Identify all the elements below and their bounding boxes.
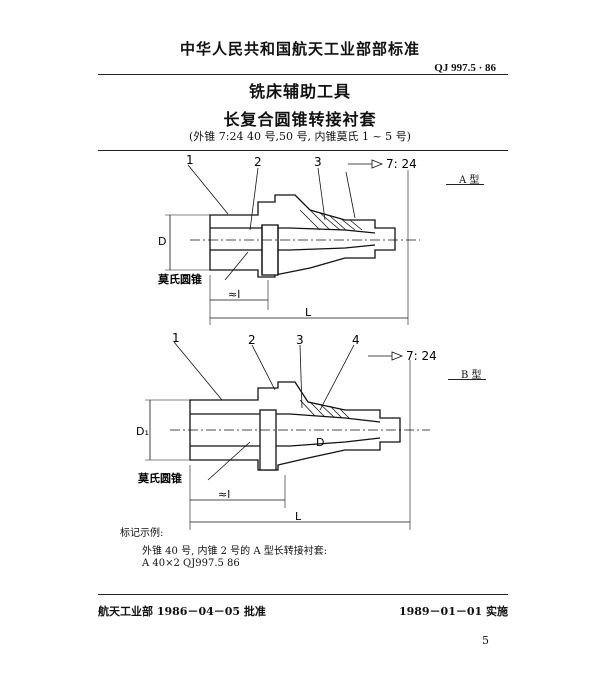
page-number: 5: [482, 634, 489, 647]
sleeve-outline-a: [209, 194, 396, 278]
title-category: 铣床辅助工具: [248, 82, 351, 101]
dim-d-a: D: [158, 235, 166, 248]
example-designation: A 40×2 QJ997.5 86: [142, 558, 240, 569]
dim-L-b: L: [295, 510, 302, 523]
dim-l-a: ≈l: [228, 288, 240, 301]
effective-date: 1989－01－01 实施: [398, 605, 508, 618]
type-b-underline: [448, 379, 486, 380]
callout-4-b: 4: [352, 333, 360, 347]
dim-L-a: L: [305, 306, 312, 319]
example-description: 外锥 40 号, 内锥 2 号的 A 型长转接衬套:: [142, 546, 328, 557]
taper-label-b: 7: 24: [406, 349, 437, 363]
header-rule: [98, 74, 508, 75]
callout-3-b: 3: [296, 333, 304, 347]
type-b-label: B 型: [461, 370, 482, 381]
title-spec: (外锥 7:24 40 号,50 号, 内锥莫氏 1 ~ 5 号): [189, 130, 411, 143]
title-rule: [98, 150, 508, 151]
callout-2-b: 2: [248, 333, 256, 347]
example-heading: 标记示例:: [120, 528, 164, 539]
issue-date: 航天工业部 1986－04－05 批准: [98, 605, 266, 618]
callout-3-a: 3: [314, 155, 322, 169]
dim-l-b: ≈l: [218, 488, 230, 501]
taper-label-a: 7: 24: [386, 157, 417, 171]
type-a-underline: [446, 184, 484, 185]
dim-d1-b: D₁: [136, 425, 149, 438]
title-product: 长复合圆锥转接衬套: [223, 110, 377, 129]
type-a-label: A 型: [459, 175, 480, 186]
callout-2-a: 2: [254, 155, 262, 169]
footer-rule: [98, 594, 508, 595]
standard-header: 中华人民共和国航天工业部部标准: [179, 40, 420, 58]
morse-label-b: 莫氏圆锥: [137, 471, 182, 485]
drawing-type-a: 1 2 3 7: 24 D ≈l L 莫氏圆锥: [157, 153, 420, 325]
callout-1-b: 1: [172, 331, 180, 345]
drawing-type-b: 1 2 3 4 7: 24 D₁ D ≈l L 莫氏圆锥: [136, 331, 437, 530]
standard-number: QJ 997.5 · 86: [434, 62, 496, 74]
sleeve-outline-b: [189, 381, 401, 471]
dim-d-b: D: [316, 436, 324, 449]
morse-label-a: 莫氏圆锥: [157, 272, 202, 286]
callout-1-a: 1: [186, 153, 194, 167]
